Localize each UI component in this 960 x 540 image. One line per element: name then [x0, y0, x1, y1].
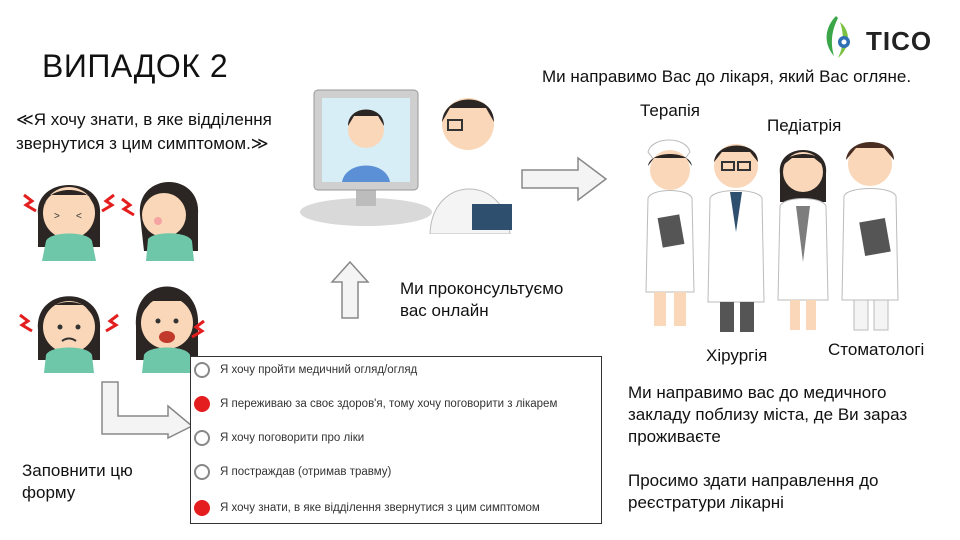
online-consultation-icon: [300, 89, 512, 234]
form-option-4[interactable]: Я постраждав (отримав травму): [191, 461, 601, 483]
fill-form-text: Заповнити цю форму: [22, 460, 133, 504]
patient-profile-icon: [121, 182, 199, 261]
dentist-icon: [841, 142, 899, 331]
consult-text: Ми проконсультуємо вас онлайн: [400, 278, 563, 322]
doctor-note: Ми направимо Вас до лікаря, який Вас огл…: [542, 67, 912, 86]
patient-quote-line-1: ≪Я хочу знати, в яке відділення: [16, 110, 272, 129]
form-option-2[interactable]: Я переживаю за своє здоров'я, тому хочу …: [191, 393, 601, 415]
doctors-group-icon: [645, 139, 899, 332]
form-option-5-label: Я хочу знати, в яке відділення звернутис…: [220, 502, 540, 514]
form-option-1-label: Я хочу пройти медичний огляд/огляд: [220, 364, 418, 376]
logo-text: TICO: [866, 26, 933, 56]
right-arrow-icon: [521, 156, 608, 202]
radio-option-4[interactable]: [194, 464, 210, 480]
referral-line-4: Просимо здати направлення до: [628, 471, 879, 490]
radio-option-2[interactable]: [194, 396, 210, 412]
form-option-5[interactable]: Я хочу знати, в яке відділення звернутис…: [191, 497, 601, 519]
tico-logo-icon: [826, 16, 850, 58]
nurse-icon: [645, 139, 695, 326]
specialty-dentistry: Стоматологі: [828, 340, 925, 359]
referral-line-5: реєстратури лікарні: [628, 493, 784, 512]
fill-form-line-2: форму: [22, 483, 76, 502]
consult-text-line-2: вас онлайн: [400, 301, 489, 320]
specialty-therapy: Терапія: [640, 101, 700, 120]
form-option-4-label: Я постраждав (отримав травму): [220, 466, 392, 478]
pediatrician-icon: [777, 150, 829, 330]
referral-line-2: закладу поблизу міста, де Ви зараз: [628, 405, 908, 424]
surgeon-icon: [707, 144, 765, 332]
slide-title: ВИПАДОК 2: [42, 48, 229, 84]
patient-mouth-pain-icon: [135, 286, 205, 373]
form-option-1[interactable]: Я хочу пройти медичний огляд/огляд: [191, 359, 601, 381]
svg-text:>: >: [54, 211, 60, 222]
radio-option-5[interactable]: [194, 500, 210, 516]
svg-text:<: <: [76, 211, 82, 222]
bent-arrow-icon: [101, 381, 194, 440]
specialty-pediatrics: Педіатрія: [767, 116, 842, 135]
form-option-2-label: Я переживаю за своє здоров'я, тому хочу …: [220, 398, 558, 410]
referral-text: Ми направимо вас до медичного закладу по…: [628, 382, 907, 514]
radio-option-1[interactable]: [194, 362, 210, 378]
fill-form-line-1: Заповнити цю: [22, 461, 133, 480]
patient-headache-icon: [19, 296, 119, 373]
referral-line-3: проживаєте: [628, 427, 721, 446]
patient-quote: ≪Я хочу знати, в яке відділення звернути…: [16, 108, 316, 156]
radio-option-3[interactable]: [194, 430, 210, 446]
specialty-surgery: Хірургія: [706, 346, 768, 365]
patient-dizzy-icon: ><: [23, 185, 115, 261]
referral-line-1: Ми направимо вас до медичного: [628, 383, 887, 402]
patient-quote-line-2: звернутися з цим симптомом.≫: [16, 134, 269, 153]
consult-text-line-1: Ми проконсультуємо: [400, 279, 564, 298]
form-option-3[interactable]: Я хочу поговорити про ліки: [191, 427, 601, 449]
symptom-form: Я хочу пройти медичний огляд/огляд Я пер…: [190, 356, 602, 524]
form-option-3-label: Я хочу поговорити про ліки: [220, 432, 365, 444]
patient-illustrations: ><: [19, 182, 205, 373]
up-arrow-icon: [330, 260, 370, 319]
